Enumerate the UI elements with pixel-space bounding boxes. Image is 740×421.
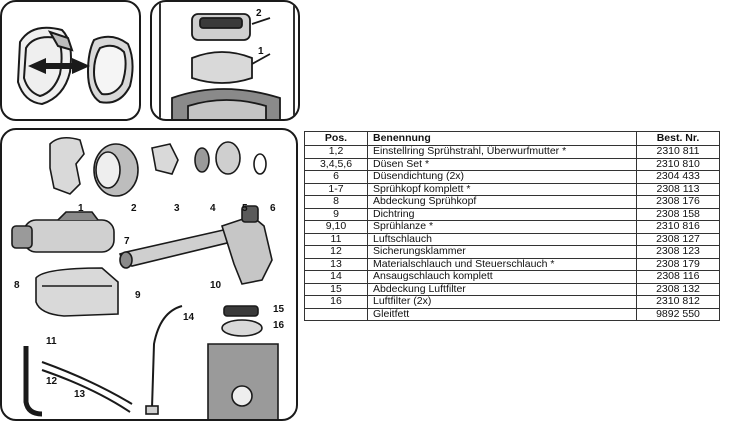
cell-benennung: Dichtring xyxy=(367,207,637,221)
exploded-parts-illustration xyxy=(11,136,279,419)
cell-best-nr: 9892 550 xyxy=(636,307,720,321)
callout-16: 16 xyxy=(273,320,285,331)
callout-12: 12 xyxy=(46,376,58,387)
cell-pos: 1-7 xyxy=(304,182,368,196)
cell-benennung: Sprühkopf komplett * xyxy=(367,182,637,196)
cell-benennung: Sprühlanze * xyxy=(367,220,637,234)
cell-benennung: Materialschlauch und Steuerschlauch * xyxy=(367,257,637,271)
cell-pos: 9,10 xyxy=(304,220,368,234)
cell-pos: 13 xyxy=(304,257,368,271)
cell-pos: 15 xyxy=(304,282,368,296)
cell-best-nr: 2308 116 xyxy=(636,270,720,284)
cell-pos xyxy=(304,307,368,321)
illustration-panel-ring-assembly xyxy=(0,0,141,121)
cell-pos: 12 xyxy=(304,245,368,259)
cell-benennung: Ansaugschlauch komplett xyxy=(367,270,637,284)
cell-benennung: Einstellring Sprühstrahl, Überwurfmutter… xyxy=(367,145,637,159)
illustration-panel-top-cover: 2 1 xyxy=(150,0,300,121)
cell-benennung: Luftfilter (2x) xyxy=(367,295,637,309)
callout-1: 1 xyxy=(258,46,264,57)
cell-benennung: Abdeckung Luftfilter xyxy=(367,282,637,296)
callout-1: 1 xyxy=(78,203,84,214)
callout-11: 11 xyxy=(46,336,57,347)
callout-15: 15 xyxy=(273,304,285,315)
header-best-nr: Best. Nr. xyxy=(636,131,720,146)
cell-pos: 11 xyxy=(304,232,368,246)
cell-best-nr: 2308 132 xyxy=(636,282,720,296)
illustration-panel-exploded-parts: 1 2 3 4 5 6 7 8 9 10 11 12 13 14 15 16 xyxy=(0,128,298,421)
cell-best-nr: 2310 812 xyxy=(636,295,720,309)
ring-assembly-illustration xyxy=(16,26,134,106)
table-header-row: Pos. Benennung Best. Nr. xyxy=(304,131,720,146)
callout-6: 6 xyxy=(270,203,276,214)
callout-7: 7 xyxy=(124,236,130,247)
cell-pos: 3,4,5,6 xyxy=(304,157,368,171)
cell-pos: 1,2 xyxy=(304,145,368,159)
callout-8: 8 xyxy=(14,280,20,291)
cell-benennung: Düsendichtung (2x) xyxy=(367,170,637,184)
cell-pos: 16 xyxy=(304,295,368,309)
callout-2: 2 xyxy=(131,203,137,214)
callout-2: 2 xyxy=(256,8,262,19)
cell-best-nr: 2308 127 xyxy=(636,232,720,246)
cell-best-nr: 2304 433 xyxy=(636,170,720,184)
cell-best-nr: 2308 123 xyxy=(636,245,720,259)
cell-best-nr: 2310 810 xyxy=(636,157,720,171)
top-cover-illustration xyxy=(159,2,295,119)
callout-14: 14 xyxy=(183,312,195,323)
cell-benennung: Gleitfett xyxy=(367,307,637,321)
cell-best-nr: 2308 113 xyxy=(636,182,720,196)
cell-benennung: Abdeckung Sprühkopf xyxy=(367,195,637,209)
cell-benennung: Düsen Set * xyxy=(367,157,637,171)
callout-9: 9 xyxy=(135,290,141,301)
cell-pos: 6 xyxy=(304,170,368,184)
callout-3: 3 xyxy=(174,203,180,214)
header-benennung: Benennung xyxy=(367,131,637,146)
header-pos: Pos. xyxy=(304,131,368,146)
callout-4: 4 xyxy=(210,203,216,214)
cell-benennung: Sicherungsklammer xyxy=(367,245,637,259)
cell-best-nr: 2308 176 xyxy=(636,195,720,209)
cell-best-nr: 2310 816 xyxy=(636,220,720,234)
cell-benennung: Luftschlauch xyxy=(367,232,637,246)
cell-pos: 8 xyxy=(304,195,368,209)
cell-pos: 9 xyxy=(304,207,368,221)
cell-best-nr: 2308 179 xyxy=(636,257,720,271)
cell-pos: 14 xyxy=(304,270,368,284)
callout-5: 5 xyxy=(242,203,248,214)
cell-best-nr: 2310 811 xyxy=(636,145,720,159)
callout-13: 13 xyxy=(74,389,86,400)
cell-best-nr: 2308 158 xyxy=(636,207,720,221)
callout-10: 10 xyxy=(210,280,222,291)
